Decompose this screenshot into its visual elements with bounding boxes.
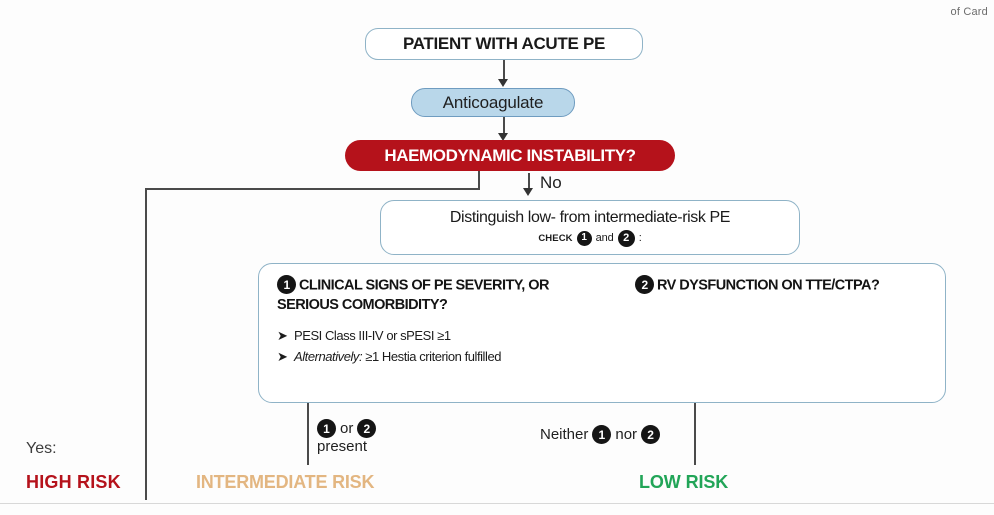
branch-label-low: Neither 1 nor 2 — [540, 425, 661, 444]
node-patient-with-acute-pe-label: PATIENT WITH ACUTE PE — [402, 34, 606, 53]
arrowhead-no-branch — [523, 188, 533, 196]
and-word: and — [595, 232, 614, 244]
node-distinguish-risk: Distinguish low- from intermediate-risk … — [380, 200, 800, 255]
circled-number-1-icon: 1 — [576, 230, 592, 246]
criteria-bullet-2-emphasis: Alternatively: — [294, 349, 363, 364]
criteria-bullet-2: Alternatively: ≥1 Hestia criterion fulfi… — [294, 349, 501, 364]
circled-number-2-icon: 2 — [617, 229, 635, 247]
criteria-question-2-text: RV DYSFUNCTION ON TTE/CTPA? — [657, 277, 880, 294]
arrow-bullet-icon: ➤ — [277, 328, 288, 343]
neither-word: Neither — [540, 426, 589, 443]
branch-label-yes: Yes: — [26, 440, 57, 457]
circled-number-1-icon: 1 — [592, 425, 612, 444]
connector-anticoagulate-to-haemodynamic — [503, 117, 505, 137]
circled-number-1-icon: 1 — [317, 419, 336, 438]
connector-low-vertical — [694, 403, 696, 465]
outcome-low-risk: LOW RISK — [639, 472, 729, 492]
criteria-bullet-2-text: ≥1 Hestia criterion fulfilled — [365, 349, 501, 364]
connector-intermediate-vertical — [307, 403, 309, 465]
connector-yes-vertical — [145, 188, 147, 500]
colon-mark: : — [638, 232, 642, 244]
criteria-question-1-text: CLINICAL SIGNS OF PE SEVERITY, OR SERIOU… — [277, 277, 549, 313]
distinguish-line-1: Distinguish low- from intermediate-risk … — [449, 208, 731, 226]
distinguish-line-2: CHECK 1 and 2 : — [538, 229, 642, 247]
criteria-bullet-item: ➤ Alternatively: ≥1 Hestia criterion ful… — [277, 349, 929, 365]
check-word: CHECK — [538, 232, 573, 244]
criteria-bullet-list: ➤ PESI Class III-IV or sPESI ≥1 ➤ Altern… — [277, 328, 929, 365]
connector-title-to-anticoagulate — [503, 60, 505, 82]
connector-yes-stub — [478, 171, 480, 190]
page-bottom-rule — [0, 503, 994, 504]
branch-label-intermediate-row-1: 1 or 2 — [317, 419, 377, 438]
criteria-bullet-1-text: PESI Class III-IV or sPESI ≥1 — [294, 328, 451, 343]
node-patient-with-acute-pe: PATIENT WITH ACUTE PE — [365, 28, 643, 60]
connector-no-vertical — [528, 173, 530, 191]
circled-number-2-icon: 2 — [635, 275, 654, 294]
arrowhead-to-anticoagulate — [498, 79, 508, 87]
node-anticoagulate: Anticoagulate — [411, 88, 575, 117]
criteria-bullet-item: ➤ PESI Class III-IV or sPESI ≥1 — [277, 328, 929, 344]
branch-label-no: No — [540, 173, 562, 192]
circled-number-1-icon: 1 — [277, 275, 296, 294]
circled-number-2-icon: 2 — [641, 425, 661, 444]
node-haemodynamic-instability-label: HAEMODYNAMIC INSTABILITY? — [384, 145, 636, 165]
node-anticoagulate-label: Anticoagulate — [442, 92, 544, 112]
outcome-intermediate-risk: INTERMEDIATE RISK — [196, 472, 375, 492]
branch-label-intermediate: 1 or 2 present — [317, 419, 377, 455]
corner-note: of Card — [950, 6, 988, 18]
arrowhead-to-haemodynamic — [498, 133, 508, 141]
outcome-high-risk: HIGH RISK — [26, 472, 121, 492]
node-haemodynamic-instability: HAEMODYNAMIC INSTABILITY? — [345, 140, 675, 171]
branch-label-intermediate-row-2: present — [317, 438, 368, 455]
circled-number-2-icon: 2 — [357, 419, 377, 438]
arrow-bullet-icon: ➤ — [277, 349, 288, 364]
connector-yes-horizontal — [145, 188, 479, 190]
or-word: or — [340, 420, 354, 437]
nor-word: nor — [615, 426, 638, 443]
